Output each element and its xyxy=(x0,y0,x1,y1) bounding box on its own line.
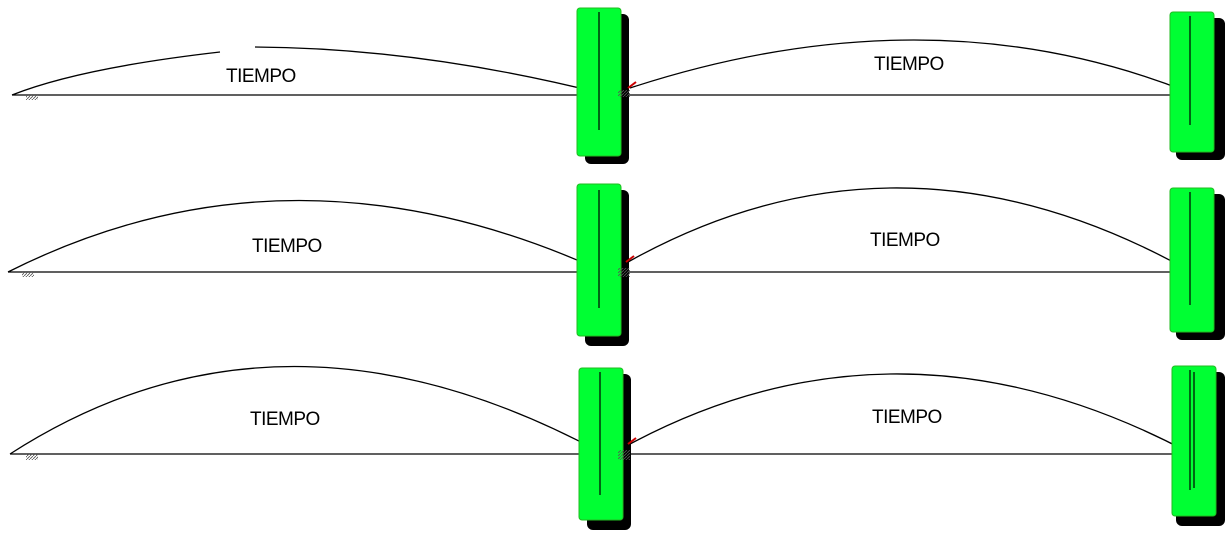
green-bar xyxy=(578,367,624,521)
tiempo-label: TIEMPO xyxy=(226,66,296,87)
timeline-row: TIEMPO TIEMPO xyxy=(11,7,1225,164)
end-marker xyxy=(618,268,630,277)
arrow-tip xyxy=(627,437,637,445)
time-arc xyxy=(254,46,601,94)
arrow-tip xyxy=(627,81,637,89)
time-arc xyxy=(629,373,1189,453)
tiempo-label: TIEMPO xyxy=(250,409,320,430)
end-marker xyxy=(618,450,630,460)
tiempo-label: TIEMPO xyxy=(872,407,942,428)
green-bar xyxy=(1169,11,1215,153)
end-marker xyxy=(618,90,630,97)
start-marker xyxy=(22,272,34,277)
time-arc xyxy=(629,39,1189,93)
time-arc xyxy=(627,187,1189,271)
timeline-row: TIEMPO TIEMPO xyxy=(9,365,1225,530)
time-arc xyxy=(7,199,601,273)
time-arc xyxy=(11,51,221,96)
tiempo-label: TIEMPO xyxy=(870,230,940,251)
start-marker xyxy=(26,95,38,100)
timeline-row: TIEMPO TIEMPO xyxy=(7,183,1225,346)
tiempo-label: TIEMPO xyxy=(252,236,322,257)
time-arc xyxy=(9,365,601,455)
tiempo-label: TIEMPO xyxy=(874,54,944,75)
arrow-tip xyxy=(625,255,635,263)
green-bar xyxy=(1169,187,1215,333)
start-marker xyxy=(26,454,38,460)
